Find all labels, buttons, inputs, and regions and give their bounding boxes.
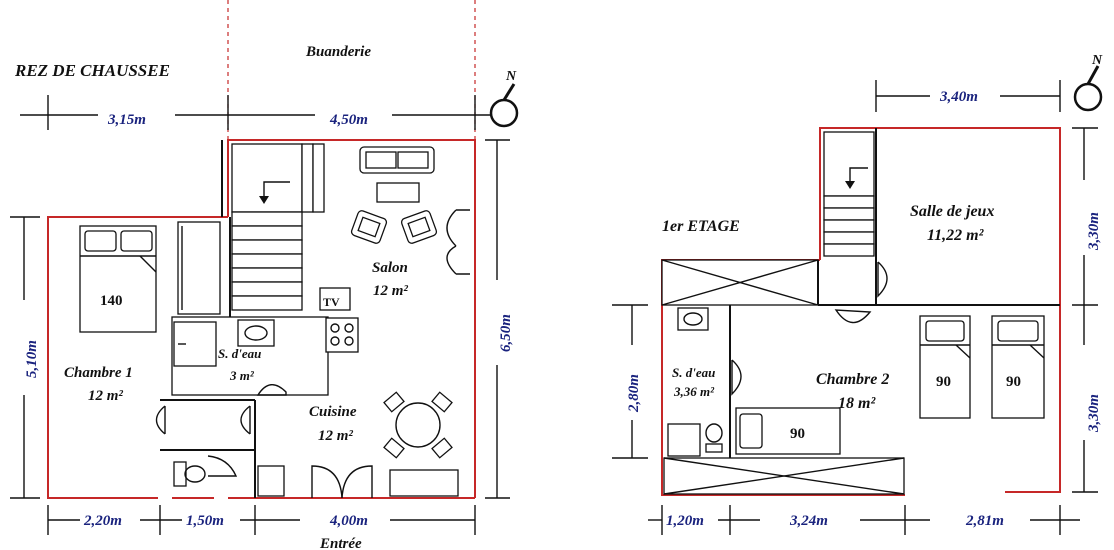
- dim-bottom-b: 1,50m: [186, 513, 224, 529]
- bed-90-label: 90: [1006, 374, 1021, 390]
- void-area: [661, 259, 819, 306]
- stair-arrow-upper-icon: [849, 167, 868, 184]
- stair-arrow-head-icon: [259, 196, 269, 204]
- stair-step: [231, 225, 303, 241]
- bed-140-label: 140: [100, 293, 123, 309]
- armchair-icon: [350, 210, 388, 244]
- stair-rail-b: [312, 143, 325, 213]
- stair-step: [231, 281, 303, 297]
- stair-rail-a: [301, 143, 314, 213]
- first-floor-title: 1er ETAGE: [662, 218, 740, 235]
- dining-table-icon: [383, 391, 453, 459]
- salon-name: Salon: [372, 260, 408, 276]
- north-label-upper: N: [1091, 53, 1103, 68]
- kitchen-counter-icon: [389, 469, 459, 497]
- chambre1-area: 12 m²: [88, 388, 123, 404]
- dim-bottom-c: 4,00m: [329, 513, 368, 529]
- sdeau-door-icon: [256, 384, 287, 396]
- stair-step: [231, 239, 303, 255]
- wall-chambre-outer: [47, 216, 228, 499]
- wardrobe-icon: [177, 221, 221, 315]
- stair-arrow-icon: [263, 181, 290, 200]
- sdeau-upper-area: 3,36 m²: [673, 384, 715, 399]
- entrance-door-icon: [311, 465, 373, 499]
- bed-90-label: 90: [790, 426, 805, 442]
- stair-step: [231, 267, 303, 283]
- bed-90-label: 90: [936, 374, 951, 390]
- tv-icon: TV: [319, 287, 351, 311]
- salon-area: 12 m²: [373, 283, 408, 299]
- entree-label: Entrée: [319, 536, 362, 550]
- stair-step: [231, 211, 303, 227]
- dim-left: 5,10m: [24, 340, 40, 378]
- dim-upper-right-bottom: 3,30m: [1086, 394, 1102, 433]
- wall-upper-outer: [819, 127, 1061, 493]
- bed-90-icon: 90: [735, 407, 841, 455]
- dim-upper-top: 3,40m: [939, 89, 978, 105]
- shower-upper-icon: [667, 423, 701, 457]
- dim-bottom-a: 2,20m: [83, 513, 122, 529]
- sdeau-upper-door-icon: [731, 359, 742, 396]
- fridge-icon: [257, 465, 285, 497]
- first-floor: 1er ETAGE: [612, 53, 1103, 535]
- toilet-icon: [173, 461, 206, 487]
- wall-salon-outer: [227, 139, 476, 498]
- stair-step: [231, 253, 303, 269]
- chambre2-door-top-icon: [834, 309, 872, 324]
- bed-90-icon: 90: [991, 315, 1045, 419]
- staircase-ground: [231, 143, 325, 311]
- stair-landing: [231, 143, 303, 213]
- stair-arrow-upper-head-icon: [845, 181, 855, 189]
- dim-upper-left: 2,80m: [626, 374, 642, 413]
- chambre2-area: 18 m²: [838, 395, 876, 412]
- bed-140-icon: 140: [79, 225, 157, 333]
- toilet-upper-icon: [705, 423, 723, 453]
- staircase-upper: [817, 128, 1060, 306]
- stair-step: [231, 295, 303, 311]
- cuisine-name: Cuisine: [309, 404, 357, 420]
- bed-90-icon: 90: [919, 315, 971, 419]
- chambre2-name: Chambre 2: [816, 371, 889, 388]
- dim-right: 6,50m: [498, 314, 514, 352]
- ground-floor-title: REZ DE CHAUSSEE: [14, 61, 170, 80]
- dim-upper-bottom-a: 1,20m: [666, 513, 704, 529]
- dim-upper-right-top: 3,30m: [1086, 212, 1102, 251]
- wc-door-icon: [207, 455, 238, 477]
- north-arrow-icon: N: [489, 69, 519, 128]
- salle-jeux-name: Salle de jeux: [910, 203, 994, 220]
- dim-upper-bottom-b: 3,24m: [789, 513, 828, 529]
- void-area-bottom: [663, 457, 905, 495]
- armchair-icon: [400, 210, 438, 244]
- north-label: N: [505, 69, 517, 84]
- ground-floor: REZ DE CHAUSSEE Buanderie: [10, 0, 519, 550]
- sdeau-ground-area: 3 m²: [229, 368, 255, 383]
- salle-jeux-area: 11,22 m²: [927, 227, 985, 244]
- dim-top-left: 3,15m: [107, 112, 146, 128]
- dimension-lines-ground: [10, 95, 510, 535]
- chambre1-door-icon: [155, 405, 166, 435]
- cuisine-area: 12 m²: [318, 428, 353, 444]
- sdeau-upper-name: S. d'eau: [672, 365, 715, 380]
- buanderie-label: Buanderie: [305, 44, 371, 60]
- dim-top-right: 4,50m: [329, 112, 368, 128]
- coffee-table-icon: [376, 182, 420, 203]
- dim-upper-bottom-c: 2,81m: [965, 513, 1004, 529]
- sdeau-ground-name: S. d'eau: [218, 346, 261, 361]
- washbasin-upper-icon: [677, 307, 709, 331]
- hall-door-icon: [240, 405, 251, 435]
- salon-door-icon: [446, 209, 470, 275]
- north-arrow-upper-icon: N: [1073, 53, 1103, 112]
- chambre1-name: Chambre 1: [64, 365, 133, 381]
- dimension-lines-upper: [612, 80, 1098, 535]
- tv-label: TV: [323, 295, 340, 309]
- salle-jeux-door-icon: [877, 261, 888, 298]
- stove-icon: [325, 317, 359, 353]
- sofa-icon: [359, 146, 435, 174]
- washbasin-icon: [237, 319, 275, 347]
